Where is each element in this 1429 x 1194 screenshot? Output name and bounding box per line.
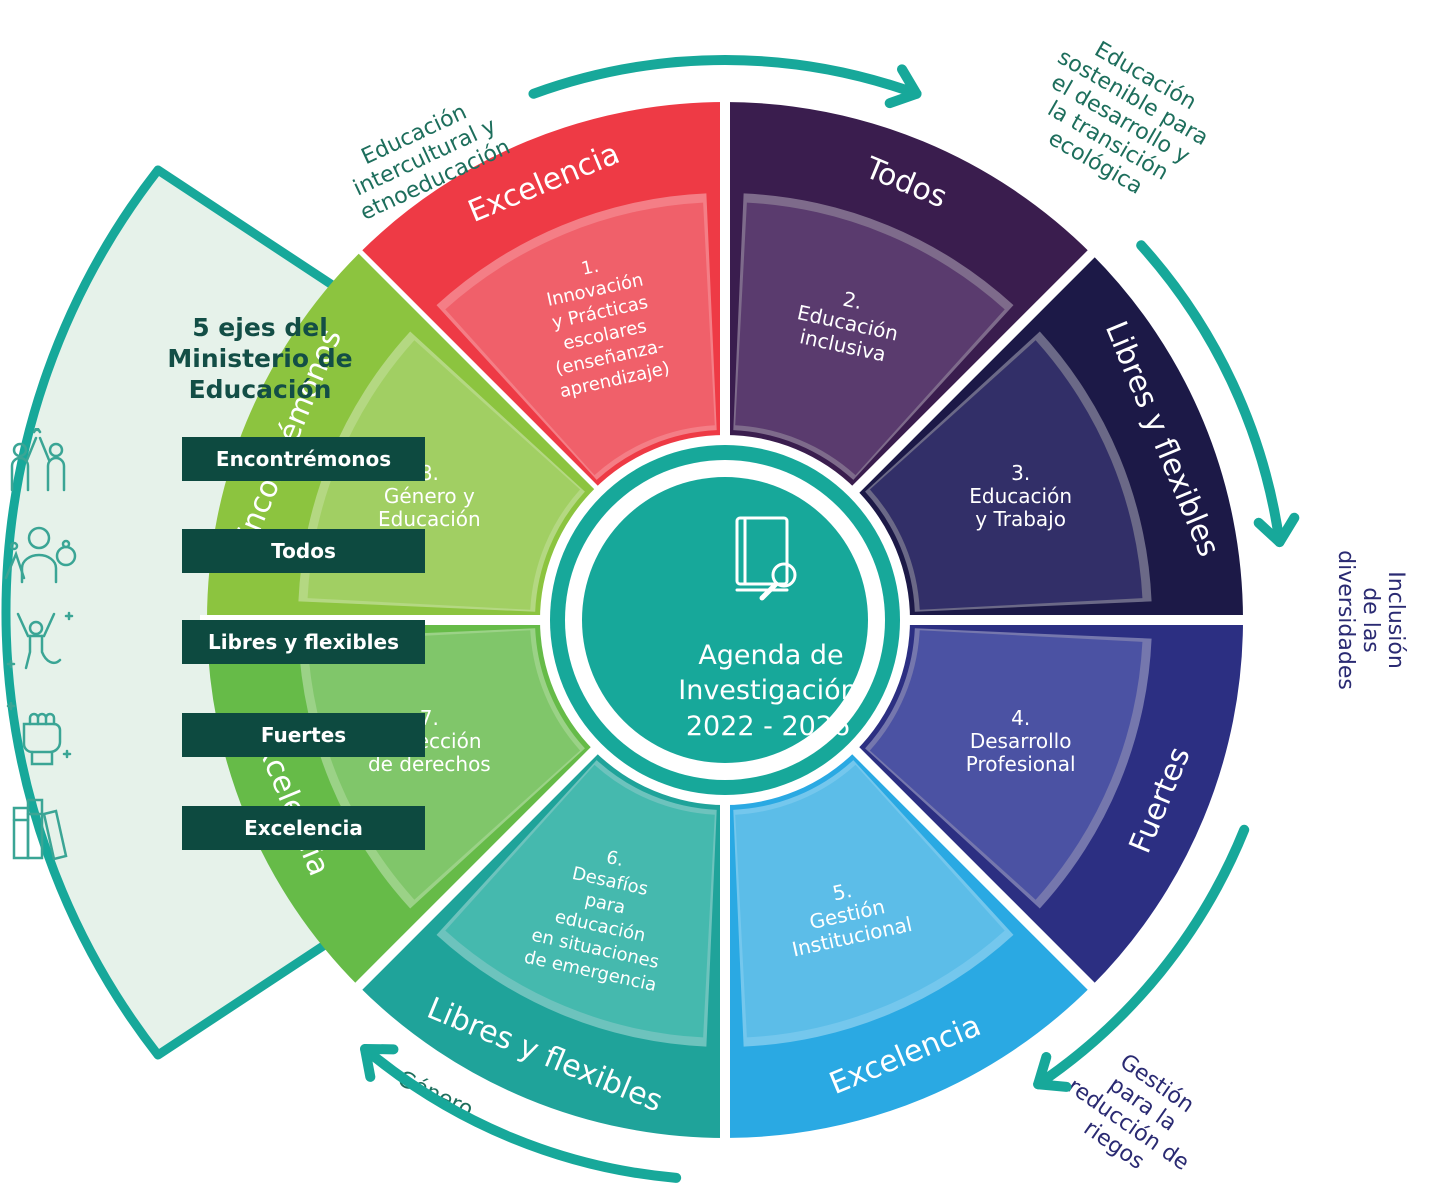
- segment-inner-area: [735, 202, 1005, 476]
- segment-theme-line: 6.: [604, 847, 625, 871]
- axis-button-excelencia[interactable]: Excelencia: [182, 806, 425, 850]
- center-circle: [582, 477, 868, 763]
- cycle-arrow-head: [1033, 1052, 1072, 1092]
- axis-button-libres-y-flexibles[interactable]: Libres y flexibles: [182, 620, 425, 664]
- cycle-arrows: [360, 55, 1300, 1183]
- segment-theme-line: Educación: [969, 484, 1072, 508]
- cycle-arrow: [1033, 824, 1250, 1090]
- book-magnifier-icon: [735, 516, 797, 601]
- segment-theme-line: 2.: [841, 287, 865, 315]
- segment-inner-area: [445, 764, 715, 1038]
- high-five-people-icon: [10, 428, 66, 492]
- side-panel-title: 5 ejes del Ministerio de Educación: [130, 312, 390, 405]
- center-title-line1: Agenda de: [698, 640, 843, 671]
- segment-theme-line: Educación: [378, 507, 481, 531]
- side-title-line1: 5 ejes del: [192, 313, 328, 342]
- center-title-line3: 2022 - 2026: [686, 711, 850, 742]
- outer-topic-line: Inclusión: [1383, 571, 1408, 669]
- segment-theme-line: 5.: [830, 878, 854, 906]
- segment-inner-area: [735, 764, 1005, 1038]
- segment-separator: [841, 245, 1100, 504]
- side-title-line2: Ministerio de: [167, 344, 353, 373]
- side-title-line3: Educación: [188, 375, 332, 404]
- axis-button-encontremonos[interactable]: Encontrémonos: [182, 437, 425, 481]
- segment-inner-area: [445, 202, 715, 476]
- center-title-line2: Investigación: [678, 675, 857, 706]
- stretching-person-icon: [6, 611, 74, 670]
- segment-inner-area: [869, 630, 1143, 900]
- axis-button-todos[interactable]: Todos: [182, 529, 425, 573]
- cycle-arrow-head: [360, 1043, 399, 1082]
- cycle-arrow: [528, 55, 922, 99]
- cycle-arrow: [1136, 240, 1285, 548]
- segment-theme-line: y Trabajo: [975, 507, 1066, 531]
- segment-theme-line: 4.: [1011, 706, 1030, 730]
- cycle-arrow-head: [884, 64, 922, 109]
- segment-separator: [841, 736, 1100, 995]
- segment-theme-line: 1.: [579, 256, 600, 280]
- outer-topic-line: de las: [1358, 587, 1383, 653]
- cycle-arrow-head: [1253, 512, 1300, 548]
- cycle-arrow: [360, 1043, 682, 1183]
- segment-theme-line: Género y: [384, 484, 475, 508]
- segment-separator: [350, 736, 609, 995]
- segment-inner-area: [869, 340, 1143, 610]
- axis-button-fuertes[interactable]: Fuertes: [182, 713, 425, 757]
- outer-topic-line: diversidades: [1333, 550, 1358, 690]
- segment-theme-line: Desarrollo: [970, 729, 1072, 753]
- segment-theme-line: Profesional: [966, 752, 1076, 776]
- books-icon: [12, 798, 68, 860]
- segment-theme-line: 3.: [1011, 461, 1030, 485]
- diverse-people-icon: [4, 526, 77, 584]
- raised-fist-icon: [6, 702, 72, 766]
